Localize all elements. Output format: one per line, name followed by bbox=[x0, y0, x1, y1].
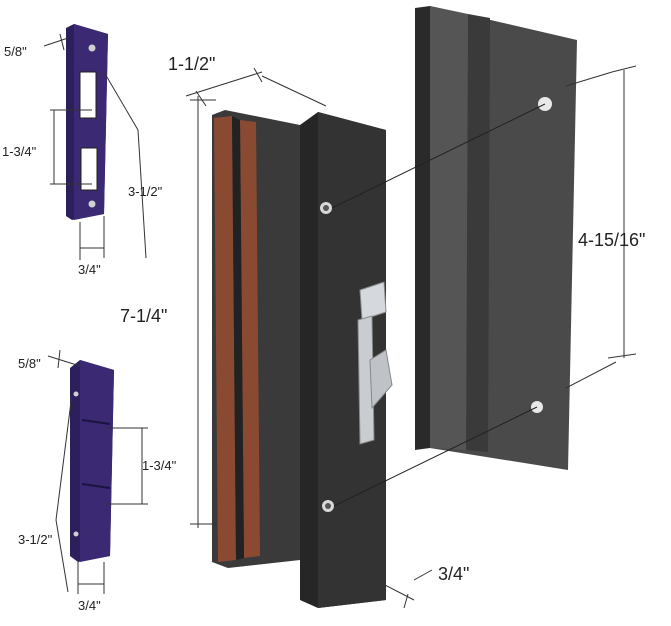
exterior-pull bbox=[415, 6, 577, 470]
keeper-top-slot-upper bbox=[79, 71, 97, 119]
label-handle-depth: 3/4" bbox=[438, 564, 469, 584]
label-pull-hole-spacing: 4-15/16" bbox=[578, 230, 645, 250]
keeper-top bbox=[66, 24, 108, 220]
label-keeper2-depth: 3/4" bbox=[78, 598, 101, 613]
label-keeper1-depth: 3/4" bbox=[78, 262, 101, 277]
label-keeper1-length: 3-1/2" bbox=[128, 184, 163, 199]
label-handle-width: 1-1/2" bbox=[168, 54, 215, 74]
interior-handle bbox=[212, 110, 393, 608]
dimension-labels: 1-1/2" 7-1/4" 3/4" 4-15/16" 5/8" 1-3/4" … bbox=[2, 44, 645, 613]
label-keeper1-width: 5/8" bbox=[4, 44, 27, 59]
label-keeper1-slot-spacing: 1-3/4" bbox=[2, 144, 37, 159]
wood-inlay-left bbox=[214, 116, 236, 562]
keeper-top-slot-lower bbox=[80, 147, 98, 191]
label-keeper2-width: 5/8" bbox=[18, 356, 41, 371]
wood-inlay-right bbox=[240, 120, 260, 558]
keeper-bottom bbox=[70, 360, 114, 562]
latch-hook bbox=[357, 281, 393, 445]
label-keeper2-length: 3-1/2" bbox=[18, 532, 53, 547]
dimension-lines bbox=[43, 33, 637, 609]
label-handle-height: 7-1/4" bbox=[120, 306, 167, 326]
label-keeper2-slot-spacing: 1-3/4" bbox=[142, 458, 177, 473]
